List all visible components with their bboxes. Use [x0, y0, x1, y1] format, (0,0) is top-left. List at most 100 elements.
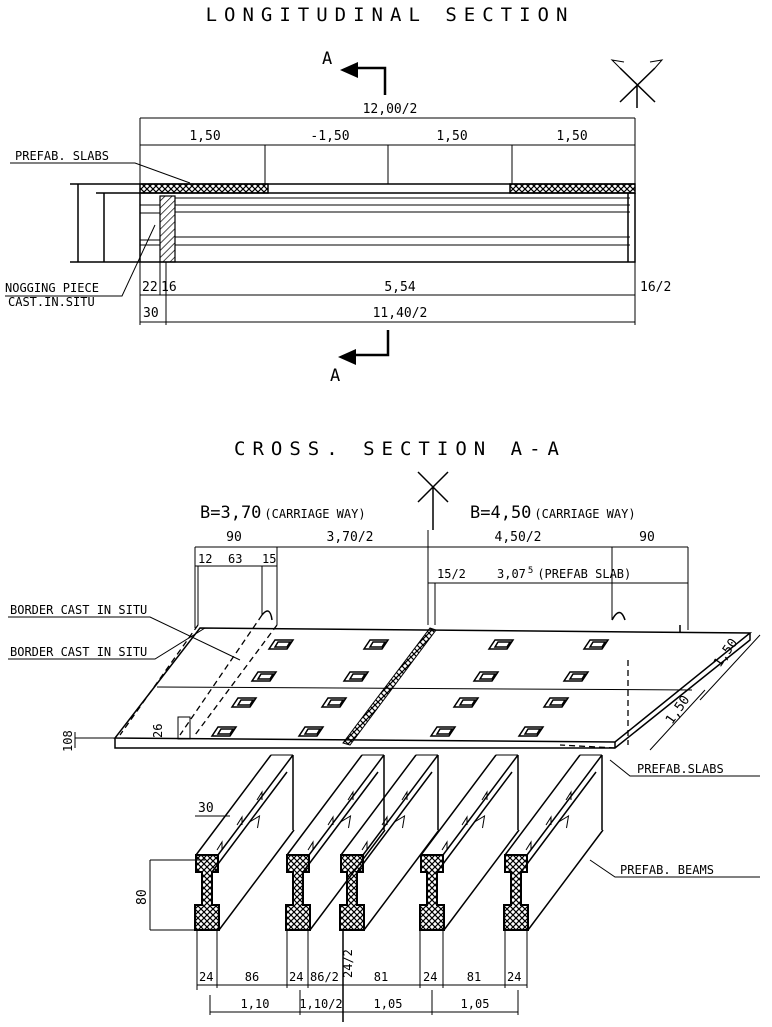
north-symbol-icon [610, 59, 664, 108]
dimension-bottom: 22 16 5,54 16/2 30 11,40/2 [139, 262, 671, 325]
dim-label: 24/2 [341, 949, 355, 978]
joint-cast-in-situ [342, 627, 437, 746]
prefab-beams-label: PREFAB. BEAMS [620, 863, 714, 877]
span-label: 1,50 [556, 129, 587, 144]
span-label: -1,50 [310, 129, 349, 144]
nogging-label: NOGGING PIECE [5, 281, 99, 295]
slab-opening [542, 697, 570, 708]
dim-label: 3,70/2 [327, 530, 374, 545]
slab-width-label: 1,50 [711, 636, 741, 670]
section-marker-bottom: A [330, 330, 390, 386]
longitudinal-title: LONGITUDINAL SECTION [206, 4, 575, 26]
prefab-slabs-label: PREFAB. SLABS [15, 149, 109, 163]
beam-elevation [70, 183, 636, 263]
dim-label: 16/2 [640, 280, 671, 295]
dim-label: 1,05 [461, 997, 490, 1011]
dimension-total: 12,00/2 [139, 102, 636, 184]
slab-opening [267, 639, 295, 650]
prefab-slab-left [139, 183, 269, 194]
b-left-label: B=3,70(CARRIAGE WAY) [200, 503, 366, 523]
prefab-beam [339, 754, 440, 931]
dimension-spans: 1,50 -1,50 1,50 1,50 [140, 129, 635, 184]
slab-opening [230, 697, 258, 708]
dim-label: 16 [161, 280, 177, 295]
prefab-slab-right [509, 183, 636, 194]
dim-label: 15/2 [437, 567, 466, 581]
dim-label: 4,50/2 [495, 530, 542, 545]
nogging-piece [159, 195, 176, 263]
label-prefab-slabs: PREFAB. SLABS [10, 149, 191, 184]
slab-opening [472, 671, 500, 682]
dim-total-label: 12,00/2 [363, 102, 418, 117]
bottom-dimensions: 24 86 24 86/2 81 24 81 24 1,10 1,10/2 1,… [196, 930, 528, 1022]
slab-width-label: 1,50 [663, 693, 693, 727]
dim-label: 5,54 [384, 280, 415, 295]
dim-label: 30 [198, 801, 214, 816]
dim-label: 86 [245, 970, 259, 984]
cross-section-title: CROSS. SECTION A-A [234, 438, 566, 460]
dim-label: 1,10 [241, 997, 270, 1011]
dim-label: 1,05 [374, 997, 403, 1011]
dim-label: 81 [467, 970, 481, 984]
label-nogging: NOGGING PIECE CAST.IN.SITU [5, 224, 156, 309]
section-line [352, 66, 387, 95]
section-mark-a-bottom: A [330, 366, 340, 386]
dim-label: 11,40/2 [373, 306, 428, 321]
dim-label: 26 [151, 724, 165, 738]
beam-section [339, 854, 365, 931]
prefab-beam [419, 754, 520, 931]
prefab-slabs-label: PREFAB.SLABS [637, 762, 724, 776]
b-right-label: B=4,50(CARRIAGE WAY) [470, 503, 636, 523]
dim-label: 1,10/2 [299, 997, 342, 1011]
slab-opening [582, 639, 610, 650]
slab-opening [342, 671, 370, 682]
dim-label: 63 [228, 552, 242, 566]
dim-label: 81 [374, 970, 388, 984]
dim-label: 86/2 [310, 970, 339, 984]
slab-opening [210, 726, 238, 737]
dim-label: 90 [639, 530, 655, 545]
prefab-beam [194, 754, 295, 931]
section-mark-a-top: A [322, 49, 332, 69]
beam-section [419, 854, 445, 931]
dim-label: 12 [198, 552, 212, 566]
arrow-left-icon [340, 62, 358, 78]
dim-label: 90 [226, 530, 242, 545]
slab-opening [320, 697, 348, 708]
beam-section [503, 854, 529, 931]
slab-opening [250, 671, 278, 682]
prefab-beam [285, 754, 386, 931]
dim-label: 108 [61, 730, 75, 752]
prefab-beam [503, 754, 604, 931]
span-label: 1,50 [189, 129, 220, 144]
dim-label: 24 [423, 970, 437, 984]
beam-section [194, 854, 220, 931]
slab-opening [362, 639, 390, 650]
slab-opening [452, 697, 480, 708]
dim-label: 24 [199, 970, 213, 984]
beam-section [285, 854, 311, 931]
longitudinal-section: LONGITUDINAL SECTION A 12,00/2 1,50 -1,5… [5, 4, 671, 386]
axis-symbol-icon [417, 471, 449, 530]
section-marker-top: A [322, 49, 387, 95]
slab-opening [297, 726, 325, 737]
dim-label: 24 [289, 970, 303, 984]
arrow-left-icon [338, 349, 356, 365]
border-curb [177, 716, 191, 740]
deck-slabs [113, 610, 753, 749]
cast-in-situ-label: CAST.IN.SITU [8, 295, 95, 309]
slab-opening [562, 671, 590, 682]
border-cast-label: BORDER CAST IN SITU [10, 645, 147, 659]
slab-opening [429, 726, 457, 737]
prefab-beams [194, 754, 604, 931]
dim-label: 80 [135, 889, 150, 905]
cross-section: CROSS. SECTION A-A B=3,70(CARRIAGE WAY) … [8, 438, 761, 1022]
dim-label: 22 [142, 280, 158, 295]
dim-label: 30 [143, 306, 159, 321]
dim-label: 24 [507, 970, 521, 984]
border-cast-label: BORDER CAST IN SITU [10, 603, 147, 617]
dim-label: 15 [262, 552, 276, 566]
